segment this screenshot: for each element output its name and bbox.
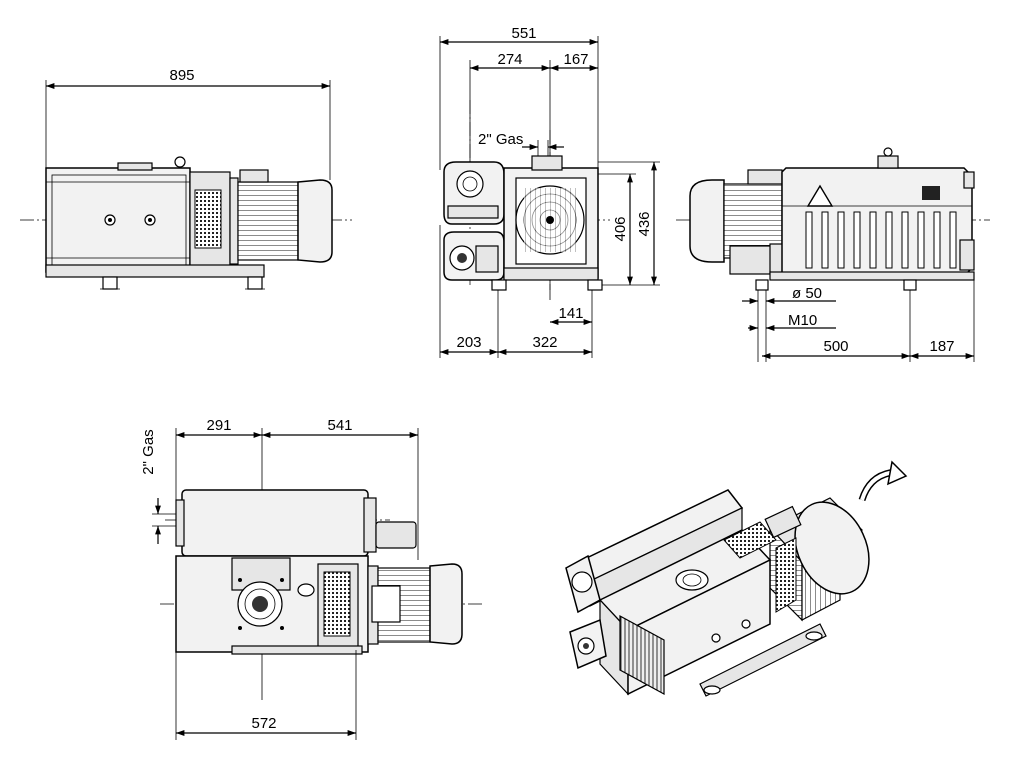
dim-end-foot-offset: 141 [558, 305, 583, 322]
top-exhaust-housing [181, 489, 369, 557]
rear-cooling-ribs [805, 211, 957, 269]
end-view: 551 274 167 2" Gas [439, 25, 660, 358]
dim-top-offset-a: 291 [206, 417, 231, 434]
top-motor-endcap [429, 563, 463, 645]
dim-front-overall-length: 895 [169, 67, 194, 84]
front-view: 895 [20, 67, 352, 290]
dim-end-height-a: 406 [612, 216, 629, 241]
dim-end-width-b: 167 [563, 51, 588, 68]
dim-end-overall-width: 551 [511, 25, 536, 42]
dim-end-base-b: 322 [532, 334, 557, 351]
front-motor-endcap [297, 179, 333, 263]
dim-top-bottom-length: 572 [251, 715, 276, 732]
iso-inlet-flange [675, 569, 709, 591]
rear-motor-endcap [689, 179, 725, 263]
rear-brand-label [922, 186, 940, 200]
dim-top-offset-b: 541 [327, 417, 352, 434]
dim-end-base-a: 203 [456, 334, 481, 351]
front-cooling-grille [194, 189, 222, 249]
top-view: 291 541 2" Gas [140, 417, 485, 740]
dim-rear-diameter: ø 50 [792, 285, 822, 302]
dim-top-gas-port: 2" Gas [140, 429, 157, 474]
front-motor-fins [237, 181, 299, 261]
rear-view: ø 50 M10 500 187 [676, 147, 990, 362]
top-cooling-grille [323, 571, 351, 637]
dim-end-gas-port: 2" Gas [478, 131, 523, 148]
isometric-view [565, 460, 908, 697]
dim-rear-thread: M10 [788, 312, 817, 329]
dim-rear-foot-offset: 187 [929, 338, 954, 355]
dim-end-height-b: 436 [636, 211, 653, 236]
iso-motor-endcap [794, 501, 870, 595]
front-pump-housing [45, 167, 191, 273]
dim-end-width-a: 274 [497, 51, 522, 68]
iso-end-grille [619, 614, 665, 696]
dim-rear-foot-spacing: 500 [823, 338, 848, 355]
